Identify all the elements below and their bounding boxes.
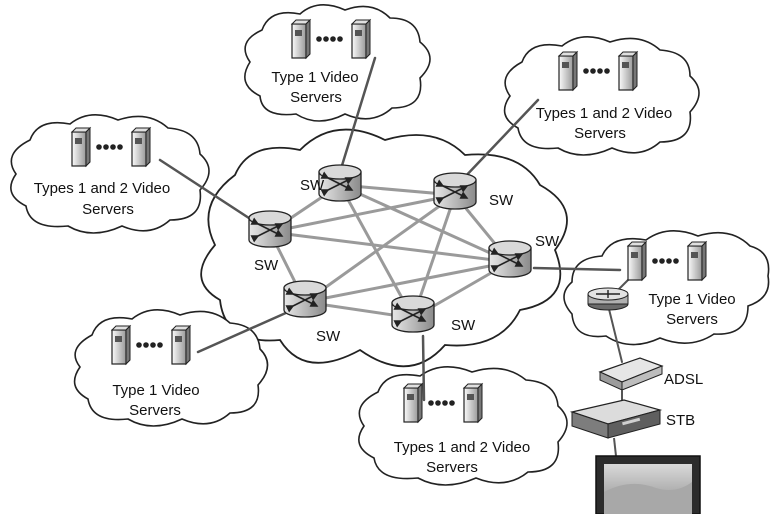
top-cloud-label-line2: Servers [290, 89, 342, 106]
sw-label-upper-right: SW [489, 192, 514, 209]
server-tower-icon [626, 240, 648, 282]
sw-bottom-switch-icon [391, 295, 435, 333]
sw-top-switch-icon [318, 164, 362, 202]
left-cloud-label-line2: Servers [82, 201, 134, 218]
right-cloud-label-line1: Type 1 Video [648, 291, 735, 308]
ellipsis-dots [136, 342, 163, 348]
ellipsis-dots [316, 36, 343, 42]
server-tower-icon [557, 50, 579, 92]
sw-label-left: SW [254, 257, 279, 274]
top-cloud-label-line1: Type 1 Video [271, 69, 358, 86]
sw-label-top: SW [300, 177, 325, 194]
server-cloud-right [563, 230, 770, 346]
server-tower-icon [402, 382, 424, 424]
sw-label-right: SW [535, 233, 560, 250]
adsl-label: ADSL [664, 371, 703, 388]
server-tower-icon [462, 382, 484, 424]
upper-right-cloud-label-line2: Servers [574, 125, 626, 142]
sw-lower-left-switch-icon [283, 280, 327, 318]
ellipsis-dots [583, 68, 610, 74]
sw-label-bottom: SW [451, 317, 476, 334]
bottom-cloud-label-line2: Servers [426, 459, 478, 476]
server-tower-icon [170, 324, 192, 366]
sw-label-lower-left: SW [316, 328, 341, 345]
upper-right-cloud-label-line1: Types 1 and 2 Video [536, 105, 673, 122]
server-rack-pair-right [626, 240, 708, 282]
ellipsis-dots [428, 400, 455, 406]
server-tower-icon [686, 240, 708, 282]
server-rack-pair-upper-right [557, 50, 639, 92]
sw-upper-right-switch-icon [433, 172, 477, 210]
server-cloud-labels: Type 1 Video Servers Types 1 and 2 Video… [34, 69, 736, 476]
server-cloud-left [10, 114, 210, 234]
server-rack-pair-left [70, 126, 152, 168]
left-cloud-label-line1: Types 1 and 2 Video [34, 180, 171, 197]
ellipsis-dots [96, 144, 123, 150]
switches-layer [248, 164, 532, 333]
lower-left-cloud-label-line1: Type 1 Video [112, 382, 199, 399]
sw-left-switch-icon [248, 210, 292, 248]
sw-right-switch-icon [488, 240, 532, 278]
server-tower-icon [617, 50, 639, 92]
tv-icon [595, 455, 701, 514]
server-tower-icon [130, 126, 152, 168]
bottom-cloud-label-line1: Types 1 and 2 Video [394, 439, 531, 456]
switch-labels: SW SW SW SW SW SW [254, 177, 560, 345]
right-cloud-label-line2: Servers [666, 311, 718, 328]
server-rack-pair-bottom [402, 382, 484, 424]
server-tower-icon [110, 324, 132, 366]
server-tower-icon [350, 18, 372, 60]
server-cloud-top [244, 4, 431, 122]
server-tower-icon [290, 18, 312, 60]
lower-left-cloud-label-line2: Servers [129, 402, 181, 419]
stb-to-tv-link [613, 437, 617, 457]
adsl-modem-icon [598, 357, 664, 391]
server-tower-icon [70, 126, 92, 168]
stb-label: STB [666, 412, 695, 429]
servers-layer [70, 18, 708, 424]
server-rack-pair-lower-left [110, 324, 192, 366]
server-rack-pair-top [290, 18, 372, 60]
stb-icon [569, 399, 663, 439]
ellipsis-dots [652, 258, 679, 264]
server-uplinks [158, 56, 622, 402]
router-icon [587, 287, 629, 311]
